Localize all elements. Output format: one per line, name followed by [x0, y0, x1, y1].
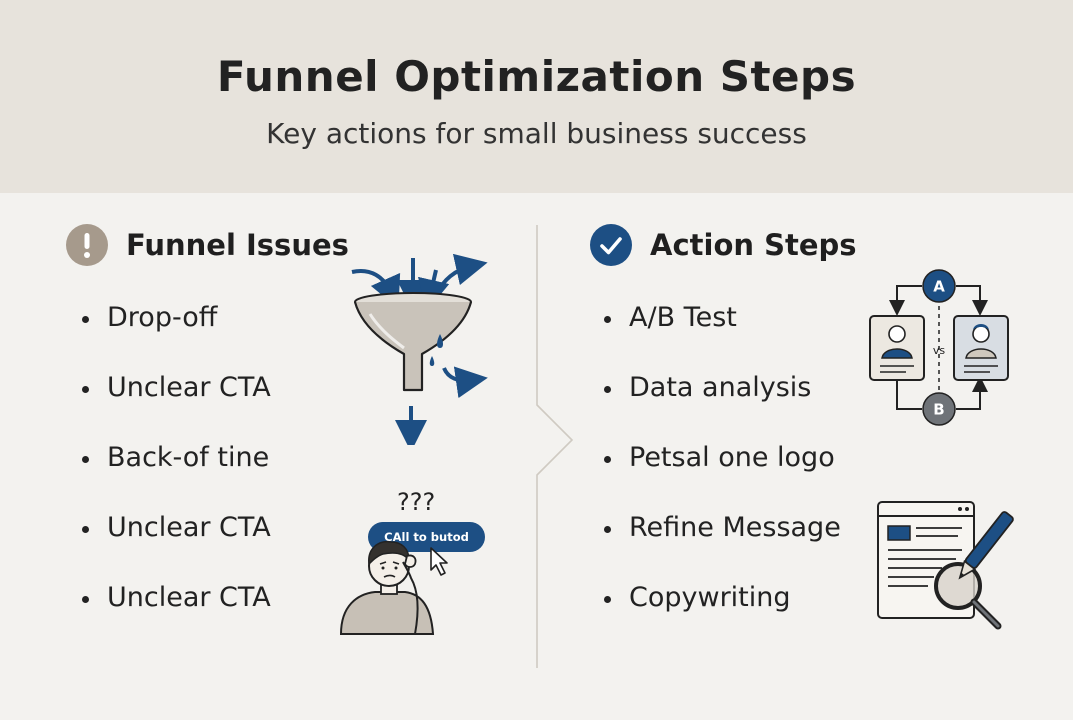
page-title: Funnel Optimization Steps	[216, 52, 857, 101]
variant-b-badge	[922, 392, 956, 426]
funnel-issues-title: Funnel Issues	[126, 228, 349, 262]
bullet	[604, 526, 611, 533]
list-item: Drop-off	[82, 302, 271, 372]
bullet	[82, 456, 89, 463]
variant-a-label: A	[933, 278, 945, 296]
action-steps-heading: Action Steps	[590, 224, 857, 266]
list-item: Refine Message	[604, 512, 841, 582]
bullet	[604, 316, 611, 323]
list-item-label: Refine Message	[629, 512, 841, 543]
list-item: Copywriting	[604, 582, 841, 652]
question-marks: ???	[397, 488, 435, 516]
list-item: Unclear CTA	[82, 512, 271, 582]
list-item-label: Unclear CTA	[107, 372, 271, 403]
list-item: Petsal one logo	[604, 442, 841, 512]
list-item-label: A/B Test	[629, 302, 737, 333]
funnel-issues-list: Drop-off Unclear CTA Back-of tine Unclea…	[82, 302, 271, 652]
list-item: Unclear CTA	[82, 372, 271, 442]
action-steps-list: A/B Test Data analysis Petsal one logo R…	[604, 302, 841, 652]
ab-test-illustration: A B vs	[869, 269, 1009, 426]
arrow-icon	[442, 366, 488, 399]
arrow-icon	[418, 269, 450, 312]
cta-button-label: CAll to butod	[384, 530, 469, 544]
exclamation-icon	[66, 224, 108, 266]
bullet	[82, 526, 89, 533]
list-item: Data analysis	[604, 372, 841, 442]
list-item: Unclear CTA	[82, 582, 271, 652]
funnel-icon	[351, 253, 488, 445]
list-item-label: Unclear CTA	[107, 512, 271, 543]
funnel-issues-heading: Funnel Issues	[66, 224, 349, 266]
bullet	[604, 386, 611, 393]
action-steps-title: Action Steps	[650, 228, 857, 262]
list-item-label: Back-of tine	[107, 442, 270, 473]
vs-label: vs	[933, 344, 946, 357]
variant-card-right	[953, 315, 1009, 381]
page-subtitle: Key actions for small business success	[266, 117, 807, 150]
cursor-icon	[430, 547, 448, 576]
bullet	[82, 386, 89, 393]
bullet	[604, 596, 611, 603]
confused-person-illustration: ??? CAll to butod	[339, 488, 485, 635]
pen-icon	[958, 511, 1014, 580]
list-item-label: Copywriting	[629, 582, 791, 613]
list-item-label: Drop-off	[107, 302, 218, 333]
variant-b-label: B	[933, 401, 944, 419]
bullet	[82, 596, 89, 603]
magnifier-icon	[934, 562, 982, 610]
bullet	[82, 316, 89, 323]
document-review-illustration	[877, 501, 1014, 630]
checkmark-icon	[590, 224, 632, 266]
bullet	[604, 456, 611, 463]
header-band	[0, 0, 1073, 193]
arrow-icon	[351, 269, 401, 309]
list-item-label: Unclear CTA	[107, 582, 271, 613]
list-item-label: Data analysis	[629, 372, 812, 403]
arrow-icon	[434, 253, 488, 296]
list-item: A/B Test	[604, 302, 841, 372]
variant-a-badge	[922, 269, 956, 303]
variant-card-left	[869, 315, 925, 381]
list-item: Back-of tine	[82, 442, 271, 512]
list-item-label: Petsal one logo	[629, 442, 835, 473]
